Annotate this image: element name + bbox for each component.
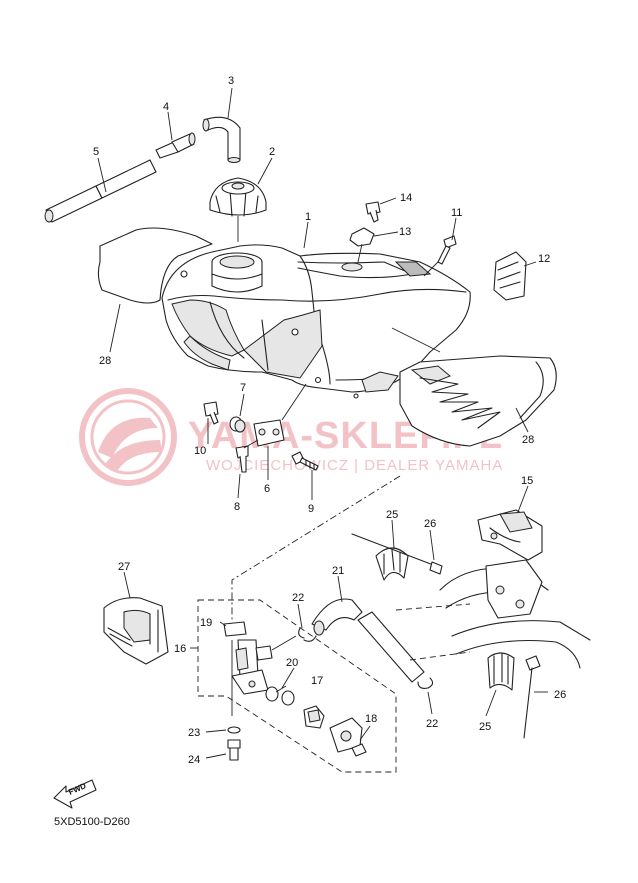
callout-22-upper: 22 bbox=[292, 592, 304, 604]
callout-21: 21 bbox=[332, 565, 344, 577]
callout-1: 1 bbox=[305, 211, 311, 223]
callout-25-lower: 25 bbox=[479, 721, 491, 733]
callout-12: 12 bbox=[538, 253, 550, 265]
callout-5: 5 bbox=[93, 146, 99, 158]
fuel-tank bbox=[161, 244, 471, 399]
callout-28-right: 28 bbox=[522, 434, 534, 446]
callout-16: 16 bbox=[174, 643, 186, 655]
fuel-cock-assembly bbox=[197, 599, 397, 773]
forward-arrow-icon: FWD bbox=[53, 779, 97, 809]
callout-26-lower: 26 bbox=[554, 689, 566, 701]
callout-28-left: 28 bbox=[99, 355, 111, 367]
breather-hose bbox=[202, 116, 241, 163]
grommet-7 bbox=[229, 416, 246, 433]
callout-8: 8 bbox=[234, 501, 240, 513]
hose-clip-22-lower bbox=[417, 677, 434, 689]
screw-8 bbox=[235, 439, 259, 473]
callout-27: 27 bbox=[118, 561, 130, 573]
callout-23: 23 bbox=[188, 727, 200, 739]
cable-tie-26-lower bbox=[523, 655, 541, 739]
band-25-lower bbox=[487, 652, 515, 691]
callout-25-upper: 25 bbox=[386, 509, 398, 521]
side-cover-left bbox=[97, 227, 213, 353]
vent-hose bbox=[44, 159, 157, 223]
callout-22-lower: 22 bbox=[426, 718, 438, 730]
callout-4: 4 bbox=[163, 101, 169, 113]
callout-19: 19 bbox=[200, 617, 212, 629]
callout-6: 6 bbox=[264, 483, 270, 495]
guard-27 bbox=[103, 597, 169, 665]
callout-20: 20 bbox=[286, 657, 298, 669]
callout-15: 15 bbox=[521, 475, 533, 487]
bolt-14 bbox=[365, 201, 381, 223]
side-cover-right bbox=[391, 327, 557, 447]
band-25-upper bbox=[375, 547, 409, 581]
bolt-10 bbox=[203, 401, 219, 425]
bolt-11 bbox=[423, 235, 457, 277]
callout-numbers: 1 2 3 4 5 6 7 8 9 10 11 12 13 14 15 16 1… bbox=[93, 75, 566, 766]
leader-lines bbox=[97, 87, 548, 759]
callout-7: 7 bbox=[240, 382, 246, 394]
callout-9: 9 bbox=[308, 503, 314, 515]
clamp-15 bbox=[477, 509, 543, 561]
callout-24: 24 bbox=[188, 754, 200, 766]
fuel-hose-21 bbox=[311, 598, 425, 683]
collar-13 bbox=[349, 227, 375, 263]
bolt-9 bbox=[291, 451, 319, 471]
watermark-logo bbox=[79, 388, 177, 486]
diagram-code: 5XD5100-D260 bbox=[54, 816, 130, 828]
callout-14: 14 bbox=[400, 192, 412, 204]
damper-12 bbox=[493, 251, 527, 301]
callout-26-upper: 26 bbox=[424, 518, 436, 530]
cable-tie-26-upper bbox=[351, 533, 443, 575]
callout-3: 3 bbox=[228, 75, 234, 87]
callout-11: 11 bbox=[451, 207, 462, 219]
watermark-subtitle: WOJCIECHOWICZ | DEALER YAMAHA bbox=[206, 457, 503, 474]
callout-17: 17 bbox=[311, 675, 323, 687]
callout-18: 18 bbox=[365, 713, 377, 725]
callout-13: 13 bbox=[399, 226, 411, 238]
cock-bracket-6 bbox=[253, 383, 307, 447]
callout-2: 2 bbox=[269, 146, 275, 158]
washer-23 bbox=[227, 726, 241, 734]
hose-clip-22-upper bbox=[298, 627, 317, 642]
callout-10: 10 bbox=[194, 445, 206, 457]
frame-tube bbox=[395, 559, 591, 669]
fuel-cap bbox=[209, 177, 267, 242]
drain-bolt-24 bbox=[227, 739, 241, 761]
breather-valve bbox=[155, 132, 196, 159]
